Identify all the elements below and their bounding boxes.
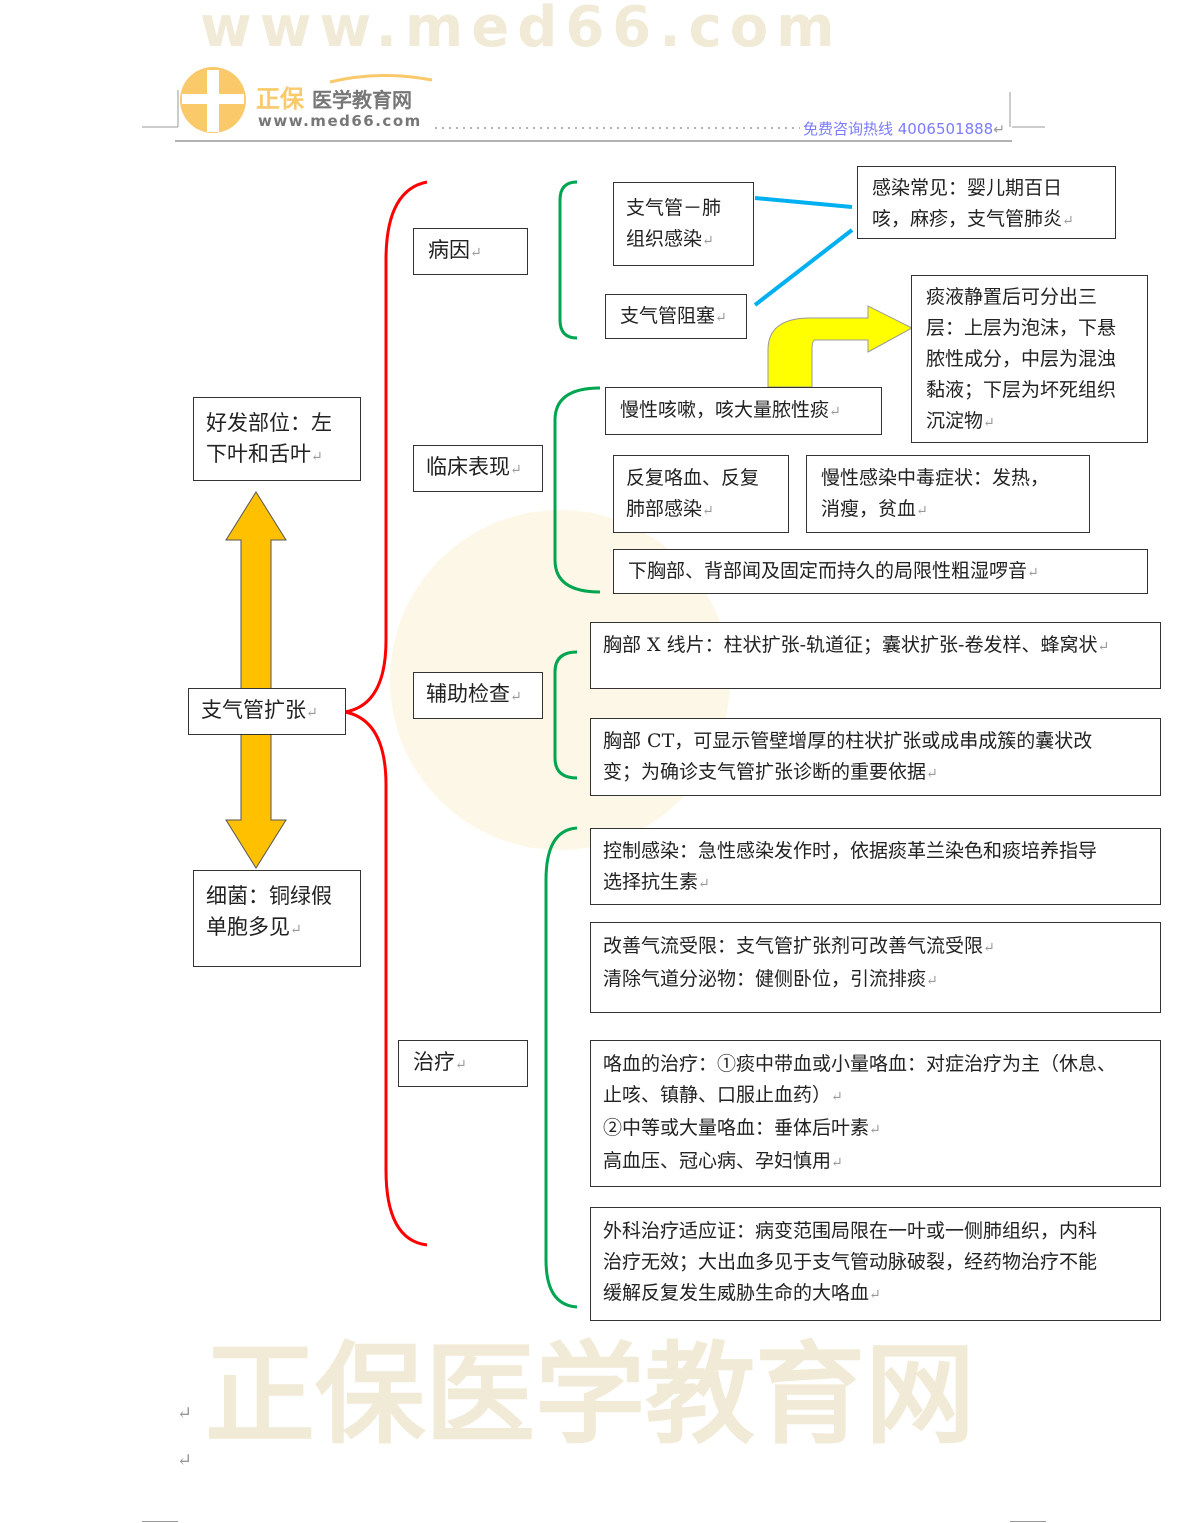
text-line: 咯血的治疗：①痰中带血或小量咯血：对症治疗为主（休息、 xyxy=(603,1053,1117,1075)
exam-xray-box: 胸部 X 线片：柱状扩张-轨道征；囊状扩张-卷发样、蜂窝状 xyxy=(590,622,1161,689)
text-line: 单胞多见 xyxy=(206,912,348,946)
treatment-infection-box: 控制感染：急性感染发作时，依据痰革兰染色和痰培养指导选择抗生素 xyxy=(590,828,1161,905)
text-line: 细菌：铜绿假 xyxy=(206,884,332,908)
cause-note-box: 感染常见：婴儿期百日咳，麻疹，支气管肺炎 xyxy=(857,166,1116,239)
text-line: 慢性感染中毒症状：发热， xyxy=(821,467,1050,489)
text-line: ②中等或大量咯血：垂体后叶素 xyxy=(603,1113,1148,1146)
text-line: 缓解反复发生威胁生命的大咯血 xyxy=(603,1278,1148,1311)
branch-clinical: 临床表现 xyxy=(413,445,543,492)
orange-double-arrow-icon xyxy=(225,491,287,869)
text-line: 消瘦，贫血 xyxy=(821,494,1075,527)
watermark-url: www.med66.com xyxy=(200,0,843,60)
green-bracket-clinical xyxy=(553,386,601,594)
text-line: 沉淀物 xyxy=(926,406,1133,439)
branch-exam: 辅助检查 xyxy=(413,672,543,719)
paragraph-mark-icon: ↵ xyxy=(177,1403,193,1424)
clinical-hemoptysis-box: 反复咯血、反复肺部感染 xyxy=(613,455,789,533)
bacteria-box: 细菌：铜绿假单胞多见 xyxy=(193,870,361,967)
logo-brand: 正保 xyxy=(256,85,304,113)
cause-obstruction-box: 支气管阻塞 xyxy=(605,294,747,339)
text-line: 咳，麻疹，支气管肺炎 xyxy=(872,204,1101,237)
green-bracket-treatment xyxy=(544,826,578,1309)
text-line: 支气管－肺 xyxy=(626,197,722,219)
text-line: 脓性成分，中层为混浊 xyxy=(926,348,1117,370)
central-topic: 支气管扩张 xyxy=(188,688,346,735)
exam-ct-box: 胸部 CT，可显示管壁增厚的柱状扩张或成串成簇的囊状改变；为确诊支气管扩张诊断的… xyxy=(590,718,1161,796)
text-line: 黏液；下层为坏死组织 xyxy=(926,379,1117,401)
blue-connector-1 xyxy=(754,196,853,209)
text-line: 改善气流受限：支气管扩张剂可改善气流受限 xyxy=(603,931,1148,964)
text-line: 层：上层为泡沫，下悬 xyxy=(926,317,1117,339)
text-line: 感染常见：婴儿期百日 xyxy=(872,177,1063,199)
treatment-hemoptysis-box: 咯血的治疗：①痰中带血或小量咯血：对症治疗为主（休息、止咳、镇静、口服止血药）②… xyxy=(590,1040,1161,1187)
clinical-cough-box: 慢性咳嗽，咳大量脓性痰 xyxy=(605,387,882,435)
branch-treatment: 治疗 xyxy=(398,1040,528,1087)
treatment-surgery-box: 外科治疗适应证：病变范围局限在一叶或一侧肺组织，内科治疗无效；大出血多见于支气管… xyxy=(590,1207,1161,1321)
text-line: 肺部感染 xyxy=(626,494,776,527)
text-line: 外科治疗适应证：病变范围局限在一叶或一侧肺组织，内科 xyxy=(603,1220,1098,1242)
yellow-arrow-icon xyxy=(767,305,914,388)
hotline: 免费咨询热线 4006501888 xyxy=(803,118,1005,139)
crop-mark xyxy=(142,1521,178,1522)
green-bracket-exam xyxy=(553,650,578,780)
clinical-toxic-box: 慢性感染中毒症状：发热， 消瘦，贫血 xyxy=(806,455,1090,533)
text-line: 治疗无效；大出血多见于支气管动脉破裂，经药物治疗不能 xyxy=(603,1251,1098,1273)
text-line: 痰液静置后可分出三 xyxy=(926,286,1098,308)
text-line: 胸部 CT，可显示管壁增厚的柱状扩张或成串成簇的囊状改 xyxy=(603,730,1093,752)
logo-name: 医学教育网 xyxy=(312,88,412,112)
branch-cause: 病因 xyxy=(413,228,528,275)
text-line: 止咳、镇静、口服止血药） xyxy=(603,1080,1148,1113)
cause-infection-box: 支气管－肺组织感染 xyxy=(613,182,754,266)
text-line: 选择抗生素 xyxy=(603,867,1148,900)
treatment-airflow-box: 改善气流受限：支气管扩张剂可改善气流受限清除气道分泌物：健侧卧位，引流排痰 xyxy=(590,922,1161,1013)
paragraph-mark-icon: ↵ xyxy=(177,1450,193,1471)
crop-mark xyxy=(1010,1521,1046,1522)
text-line: 好发部位：左 xyxy=(206,411,332,435)
text-line: 下叶和舌叶 xyxy=(206,439,348,473)
text-line: 清除气道分泌物：健侧卧位，引流排痰 xyxy=(603,964,1148,997)
green-bracket-cause xyxy=(558,180,578,340)
header-logo-icon xyxy=(142,67,1045,142)
text-line: 反复咯血、反复 xyxy=(626,467,760,489)
sputum-note-box: 痰液静置后可分出三层：上层为泡沫，下悬脓性成分，中层为混浊黏液；下层为坏死组织沉… xyxy=(911,275,1148,443)
text-line: 变；为确诊支气管扩张诊断的重要依据 xyxy=(603,757,1148,790)
text-line: 组织感染 xyxy=(626,224,741,257)
clinical-rales-box: 下胸部、背部闻及固定而持久的局限性粗湿啰音 xyxy=(613,549,1148,594)
logo-url: www.med66.com xyxy=(258,112,422,130)
text-line: 控制感染：急性感染发作时，依据痰革兰染色和痰培养指导 xyxy=(603,840,1098,862)
text-line: 高血压、冠心病、孕妇慎用 xyxy=(603,1146,1148,1179)
watermark-brand: 正保医学教育网 xyxy=(205,1331,975,1459)
predilection-site-box: 好发部位：左下叶和舌叶 xyxy=(193,397,361,481)
blue-connector-2 xyxy=(753,228,854,307)
